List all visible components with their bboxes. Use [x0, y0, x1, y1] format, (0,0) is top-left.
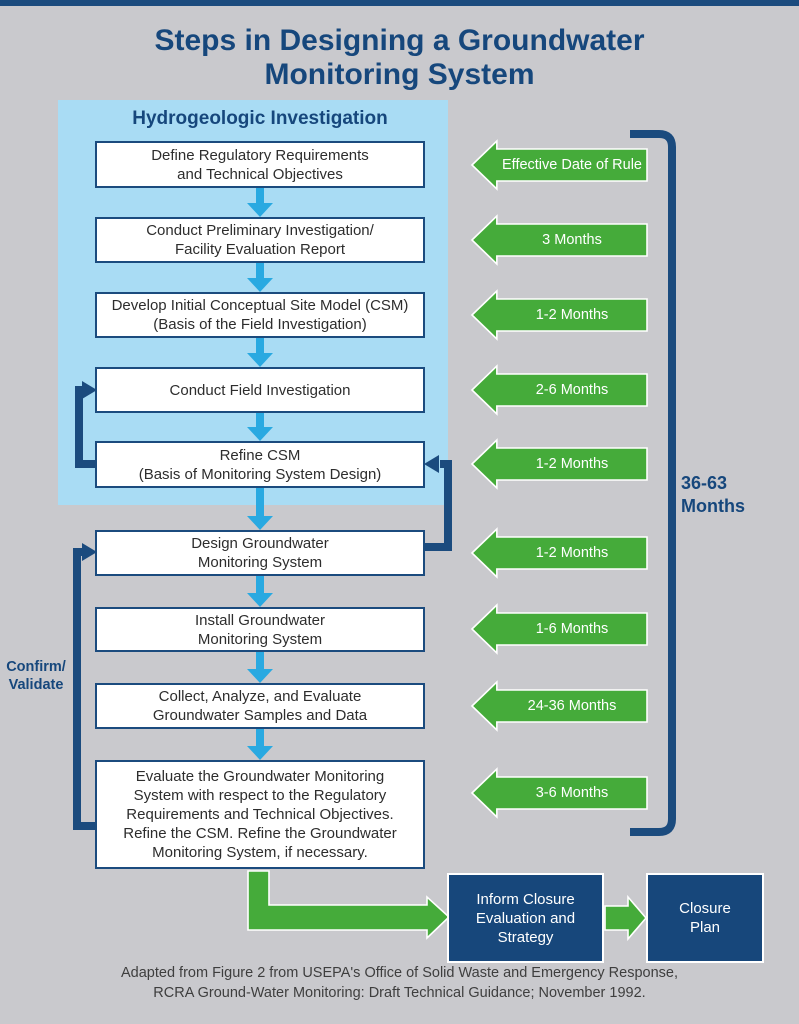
step-label: Conduct Preliminary Investigation/ Facil…	[146, 222, 374, 258]
duration-arrow-1-2-months-refine: 1-2 Months	[470, 438, 649, 490]
confirm-validate-label: Confirm/ Validate	[6, 659, 66, 693]
closure-plan-label: Closure Plan	[679, 900, 731, 936]
step-label: Collect, Analyze, and Evaluate Groundwat…	[152, 688, 368, 724]
step-box-preliminary-investigation: Conduct Preliminary Investigation/ Facil…	[95, 217, 425, 263]
step-box-collect-analyze: Collect, Analyze, and Evaluate Groundwat…	[95, 683, 425, 729]
duration-arrow-effective-date: Effective Date of Rule	[470, 139, 649, 191]
duration-arrow-1-6-months: 1-6 Months	[470, 603, 649, 655]
closure-plan-box: Closure Plan	[646, 873, 764, 963]
step-box-evaluate-system: Evaluate the Groundwater Monitoring Syst…	[95, 760, 425, 869]
step-box-design-system: Design Groundwater Monitoring System	[95, 530, 425, 576]
closure-flow-arrow-icon	[247, 870, 451, 940]
step-label: Evaluate the Groundwater Monitoring Syst…	[123, 768, 397, 861]
duration-label: 1-6 Months	[535, 621, 609, 637]
duration-label: 1-2 Months	[535, 307, 609, 323]
page-title: Steps in Designing a Groundwater Monitor…	[154, 24, 645, 91]
inform-closure-label: Inform Closure Evaluation and Strategy	[475, 890, 576, 946]
step-box-refine-csm: Refine CSM (Basis of Monitoring System D…	[95, 441, 425, 488]
inform-closure-box: Inform Closure Evaluation and Strategy	[447, 873, 604, 963]
duration-label: 1-2 Months	[535, 456, 609, 472]
feedback-arrow-refine-to-field	[75, 381, 97, 468]
step-box-develop-csm: Develop Initial Conceptual Site Model (C…	[95, 292, 425, 338]
panel-title: Hydrogeologic Investigation	[132, 108, 388, 129]
closure-plan-arrow-icon	[604, 894, 648, 942]
duration-label: 3 Months	[542, 232, 602, 248]
step-label: Design Groundwater Monitoring System	[191, 535, 329, 571]
step-label: Conduct Field Investigation	[169, 381, 351, 399]
step-label: Refine CSM (Basis of Monitoring System D…	[138, 446, 382, 483]
duration-label: 1-2 Months	[535, 545, 609, 561]
duration-arrow-1-2-months-design: 1-2 Months	[470, 527, 649, 579]
step-label: Develop Initial Conceptual Site Model (C…	[111, 297, 409, 333]
step-label: Define Regulatory Requirements and Techn…	[151, 146, 369, 183]
feedback-arrow-evaluate-to-design	[73, 543, 97, 830]
total-duration-bracket	[630, 130, 676, 836]
duration-arrow-2-6-months: 2-6 Months	[470, 364, 649, 416]
source-caption: Adapted from Figure 2 from USEPA's Offic…	[121, 965, 678, 1001]
step-box-field-investigation: Conduct Field Investigation	[95, 367, 425, 413]
step-box-install-system: Install Groundwater Monitoring System	[95, 607, 425, 652]
duration-label: 24-36 Months	[527, 698, 617, 714]
step-box-define-requirements: Define Regulatory Requirements and Techn…	[95, 141, 425, 188]
top-border-bar	[0, 0, 799, 6]
duration-arrow-1-2-months: 1-2 Months	[470, 289, 649, 341]
step-label: Install Groundwater Monitoring System	[194, 611, 326, 648]
total-duration-label: 36-63 Months	[681, 473, 745, 516]
feedback-arrow-design-to-refine	[424, 455, 452, 551]
duration-label: 2-6 Months	[535, 382, 609, 398]
down-arrow-icon	[247, 186, 273, 760]
duration-label: 3-6 Months	[535, 785, 609, 801]
duration-arrow-3-months: 3 Months	[470, 214, 649, 266]
duration-arrow-24-36-months: 24-36 Months	[470, 680, 649, 732]
duration-label: Effective Date of Rule	[502, 157, 642, 173]
duration-arrow-3-6-months: 3-6 Months	[470, 767, 649, 819]
